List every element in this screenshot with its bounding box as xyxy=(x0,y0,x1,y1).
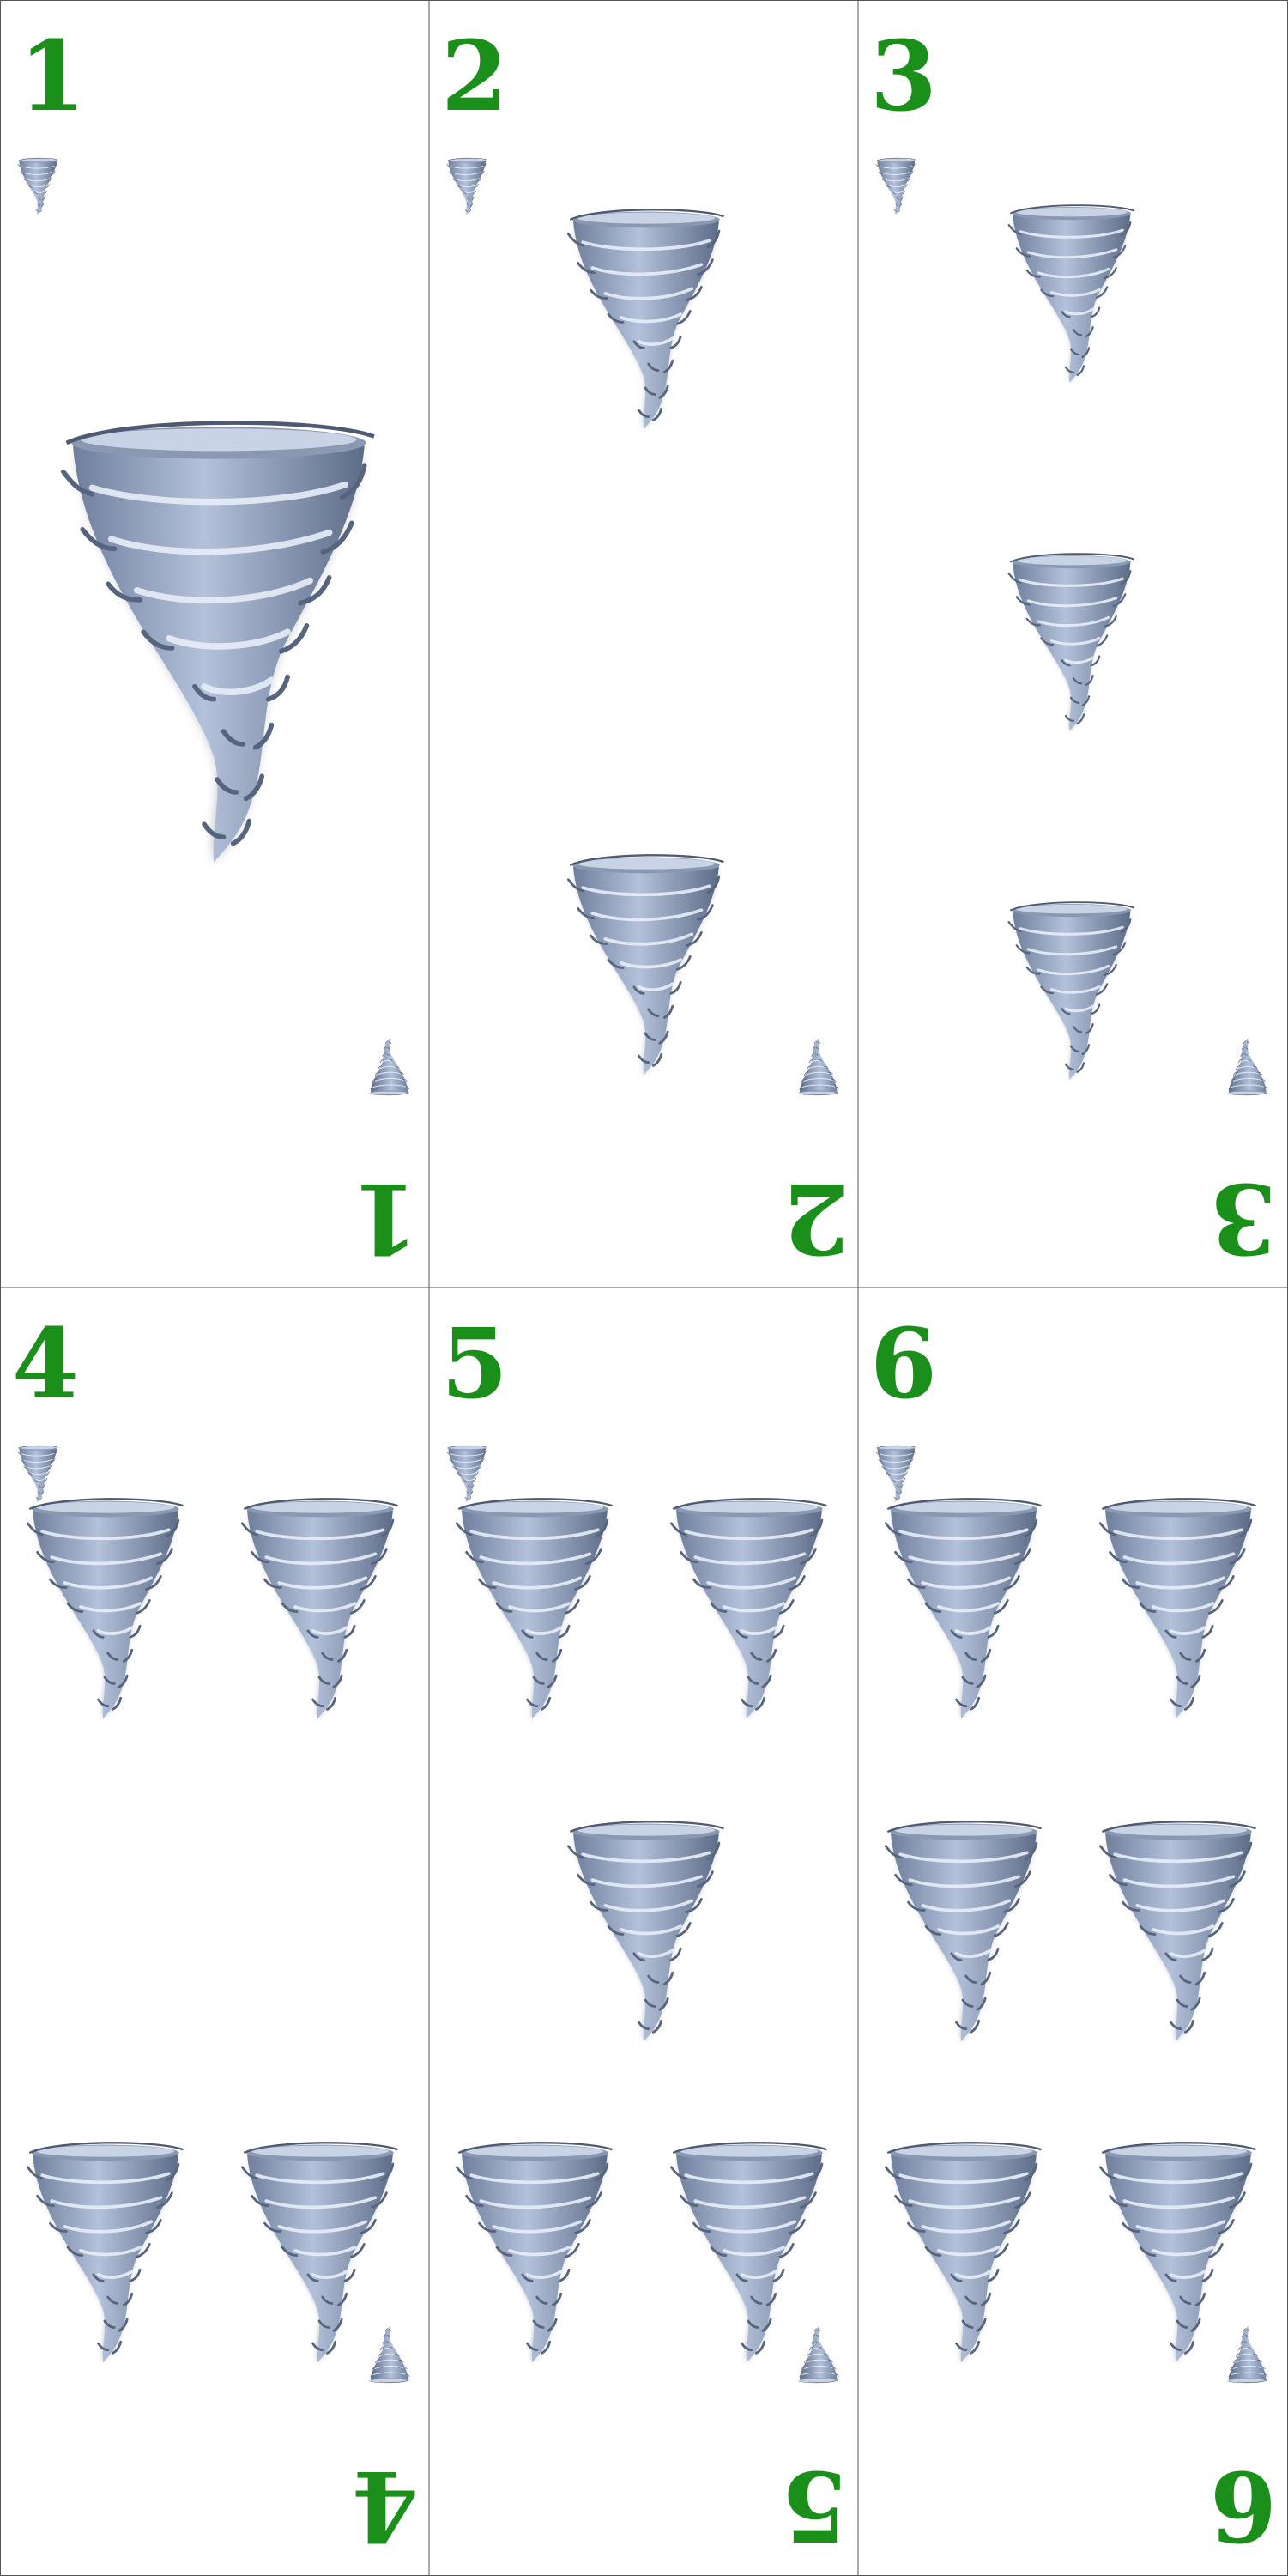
card-2: 2 2 xyxy=(441,21,850,1274)
card-3-rank-bottom: 3 xyxy=(1210,1161,1277,1274)
card-3: 3 3 xyxy=(870,21,1277,1274)
card-5: 5 5 xyxy=(441,1308,848,2561)
card-4-rank-bottom: 4 xyxy=(352,2449,419,2561)
card-6-rank-bottom: 6 xyxy=(1210,2449,1277,2561)
card-3-rank-top: 3 xyxy=(870,21,937,133)
card-5-rank-bottom: 5 xyxy=(781,2449,848,2561)
card-4: 4 4 xyxy=(12,1308,419,2561)
card-1: 1 1 xyxy=(18,21,419,1274)
card-1-rank-bottom: 1 xyxy=(352,1161,419,1274)
card-1-rank-top: 1 xyxy=(19,21,86,133)
card-2-rank-top: 2 xyxy=(441,21,508,133)
card-2-rank-bottom: 2 xyxy=(783,1161,850,1274)
card-5-rank-top: 5 xyxy=(441,1308,508,1421)
card-4-rank-top: 4 xyxy=(12,1308,79,1421)
card-6-rank-top: 6 xyxy=(870,1308,937,1421)
card-6: 6 6 xyxy=(870,1308,1277,2561)
